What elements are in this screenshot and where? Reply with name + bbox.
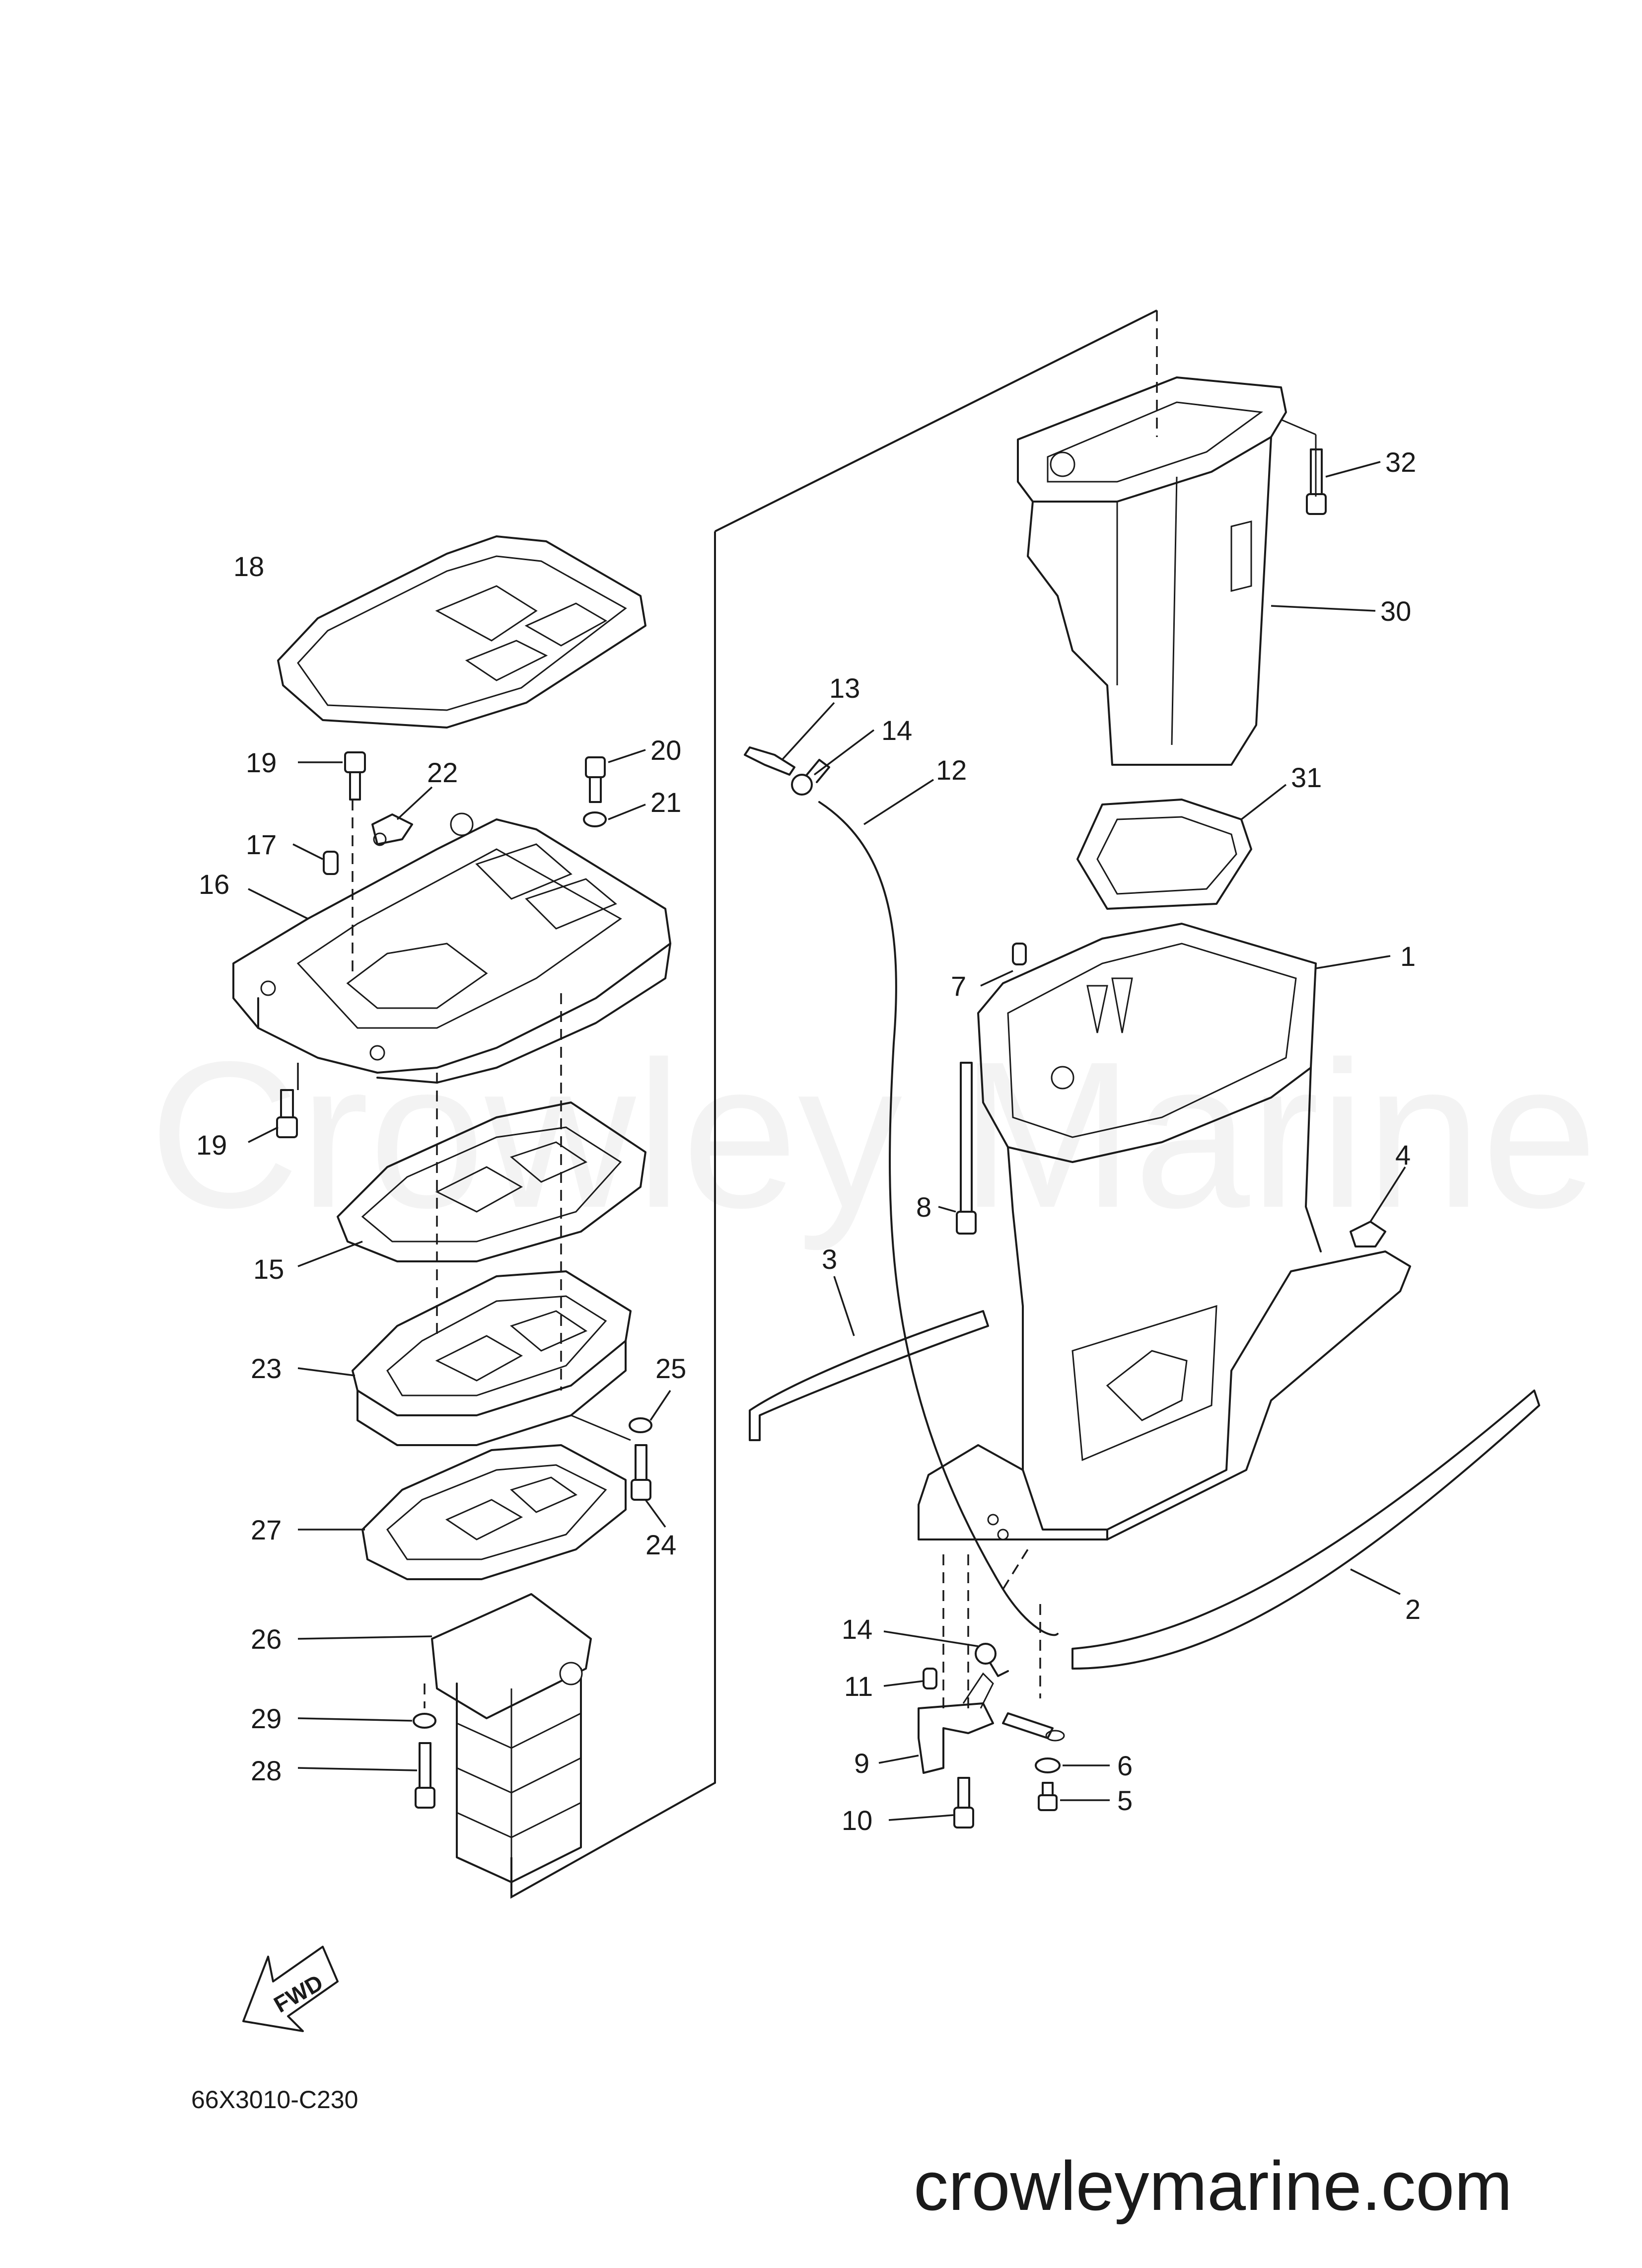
callout-1: 1 — [1400, 941, 1416, 972]
pin-17 — [323, 851, 339, 875]
hose-12 — [818, 801, 1059, 1636]
bolt-5 — [1038, 1782, 1058, 1811]
callout-17: 17 — [246, 829, 277, 860]
bolt-20 — [585, 756, 606, 803]
washer-25 — [629, 1417, 652, 1433]
callout-13: 13 — [829, 672, 860, 704]
nozzle-fitting — [1002, 1712, 1065, 1742]
callout-12: 12 — [936, 754, 967, 786]
callout-4: 4 — [1395, 1139, 1411, 1171]
callout-11: 11 — [844, 1671, 873, 1702]
washer-21 — [583, 811, 607, 827]
callout-8: 8 — [916, 1191, 931, 1223]
part-code: 66X3010-C230 — [191, 2086, 358, 2114]
seal-31 — [1076, 799, 1252, 910]
bolt-8 — [956, 1062, 977, 1235]
callout-32: 32 — [1385, 446, 1416, 478]
pin-7 — [1012, 943, 1027, 965]
upper-casing-1 — [918, 923, 1411, 1540]
callout-19-bottom: 19 — [196, 1129, 227, 1161]
seal-strip-2 — [1071, 1390, 1540, 1670]
bolt-28 — [415, 1742, 435, 1809]
bolt-10 — [953, 1777, 974, 1829]
callout-26: 26 — [251, 1623, 282, 1655]
callout-25: 25 — [655, 1353, 686, 1384]
washer-6 — [1035, 1757, 1061, 1773]
bracket-9 — [918, 1672, 994, 1774]
upper-plate-16 — [232, 812, 671, 1084]
callout-7: 7 — [951, 970, 966, 1002]
callout-6: 6 — [1117, 1750, 1133, 1781]
adapter-plate-23 — [352, 1270, 632, 1446]
callout-18: 18 — [233, 551, 264, 582]
seal-strip-3 — [749, 1310, 989, 1441]
watermark-text: Crowley Marine — [149, 1019, 1597, 1252]
grommet-4 — [1350, 1221, 1386, 1247]
callout-28: 28 — [251, 1755, 282, 1786]
callout-9: 9 — [854, 1748, 869, 1779]
gasket-27 — [361, 1444, 627, 1580]
callout-5: 5 — [1117, 1785, 1133, 1816]
fitting-13 — [744, 746, 795, 776]
website-url: crowleymarine.com — [914, 2147, 1512, 2225]
callout-10: 10 — [842, 1805, 872, 1836]
callout-16: 16 — [199, 869, 229, 900]
svg-text:FWD: FWD — [270, 1969, 328, 2017]
clamp-14-bottom — [975, 1643, 1009, 1677]
housing-30 — [1017, 376, 1287, 766]
callout-27: 27 — [251, 1514, 282, 1545]
callout-23: 23 — [251, 1353, 282, 1384]
bolt-24 — [631, 1444, 651, 1501]
callout-29: 29 — [251, 1703, 282, 1734]
fwd-arrow-icon: FWD — [242, 1946, 339, 2032]
callout-31: 31 — [1291, 762, 1322, 793]
callout-14-top: 14 — [881, 715, 912, 746]
washer-29 — [413, 1713, 436, 1729]
callout-30: 30 — [1380, 595, 1411, 627]
callout-20: 20 — [650, 734, 681, 766]
callout-22: 22 — [427, 757, 458, 788]
callout-14-bottom: 14 — [842, 1613, 872, 1645]
callout-3: 3 — [822, 1244, 837, 1275]
bolt-32 — [1306, 448, 1327, 515]
callout-21: 21 — [650, 787, 681, 818]
exhaust-guide-26 — [431, 1593, 592, 1883]
callout-labels: 1 2 3 4 5 6 7 8 9 10 11 12 13 14 14 15 1… — [196, 446, 1421, 1836]
callout-19-top: 19 — [246, 747, 277, 778]
callout-2: 2 — [1405, 1594, 1421, 1625]
pin-11 — [923, 1668, 937, 1689]
fitting-22 — [371, 813, 413, 846]
clamp-14-top — [791, 759, 830, 796]
callout-15: 15 — [253, 1253, 284, 1285]
gasket-top — [277, 535, 646, 729]
callout-24: 24 — [645, 1529, 676, 1560]
bolt-19-top — [344, 751, 366, 801]
